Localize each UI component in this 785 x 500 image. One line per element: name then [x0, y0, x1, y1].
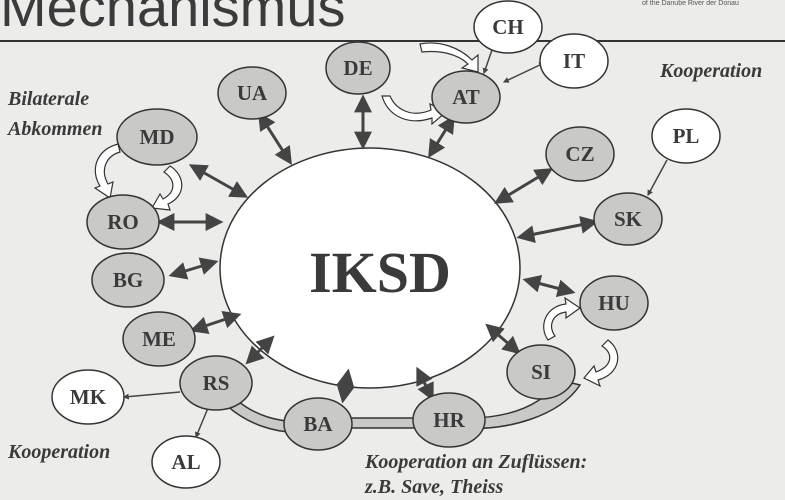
arrow-rs	[245, 335, 275, 365]
curved-arrow-ro-md	[151, 165, 183, 211]
label-tributaries-2: z.B. Save, Theiss	[365, 476, 504, 498]
node-md	[116, 108, 198, 166]
arrow-pl-sk	[647, 159, 668, 197]
node-label-me: ME	[142, 327, 176, 351]
curved-arrow-md-ro	[93, 143, 121, 200]
node-sk	[593, 192, 663, 246]
arrow-si	[485, 323, 521, 355]
curved-arrow-si-hu	[543, 296, 582, 341]
arrow-hr	[416, 366, 434, 402]
curved-arrow-de-at	[419, 42, 479, 73]
node-ua	[217, 66, 287, 120]
node-at	[431, 70, 501, 124]
label-bilateral-1: Bilaterale	[8, 88, 90, 110]
node-de	[325, 41, 391, 95]
label-bilateral-2: Abkommen	[8, 118, 103, 140]
node-label-bg: BG	[113, 268, 143, 292]
arrow-ba	[336, 368, 355, 404]
node-label-mk: MK	[70, 385, 107, 409]
node-me	[122, 311, 196, 367]
node-label-ua: UA	[237, 81, 268, 105]
iksd-label: IKSD	[309, 240, 451, 305]
node-label-cz: CZ	[565, 142, 594, 166]
arrow-me	[189, 311, 242, 334]
node-label-de: DE	[343, 56, 372, 80]
node-label-at: AT	[452, 85, 480, 109]
label-tributaries-1: Kooperation an Zuflüssen:	[365, 451, 588, 473]
node-rs	[179, 355, 253, 411]
node-label-sk: SK	[614, 207, 643, 231]
node-ro	[86, 194, 160, 250]
node-hr	[412, 392, 486, 448]
node-al	[151, 435, 221, 489]
node-ch	[473, 0, 543, 54]
node-label-si: SI	[531, 360, 551, 384]
arrow-rs-mk	[122, 391, 181, 400]
node-bg	[91, 252, 165, 308]
node-label-ro: RO	[107, 210, 139, 234]
node-label-rs: RS	[203, 371, 230, 395]
arrow-it-at	[502, 62, 546, 83]
node-cz	[545, 126, 615, 182]
node-label-ba: BA	[303, 412, 333, 436]
label-kooperation-left: Kooperation	[8, 441, 111, 463]
arrow-bg	[168, 257, 219, 280]
node-label-hu: HU	[598, 291, 630, 315]
arrow-hu	[522, 274, 576, 298]
node-label-it: IT	[563, 49, 585, 73]
arrow-sk	[516, 215, 599, 244]
arrow-cz	[493, 168, 554, 204]
node-it	[539, 33, 609, 89]
arrow-md	[188, 164, 249, 198]
title-rule	[0, 40, 785, 42]
node-mk	[51, 369, 125, 425]
logo-caption: of the Danube River der Donau	[642, 0, 739, 7]
label-kooperation-right: Kooperation	[660, 60, 763, 82]
node-ba	[283, 397, 353, 451]
node-hu	[579, 275, 649, 331]
node-si	[506, 344, 576, 400]
arrow-ua	[258, 111, 292, 166]
arrow-rs-al	[195, 407, 209, 439]
node-pl	[651, 108, 721, 164]
node-label-ch: CH	[492, 15, 524, 39]
page-title: Mechanismus	[0, 0, 346, 38]
node-label-al: AL	[171, 450, 200, 474]
node-label-hr: HR	[433, 408, 465, 432]
arrow-ch-at	[482, 49, 493, 75]
node-label-md: MD	[140, 125, 175, 149]
node-label-pl: PL	[673, 124, 700, 148]
curved-arrow-hu-si	[583, 339, 619, 388]
arrow-at	[428, 114, 455, 159]
